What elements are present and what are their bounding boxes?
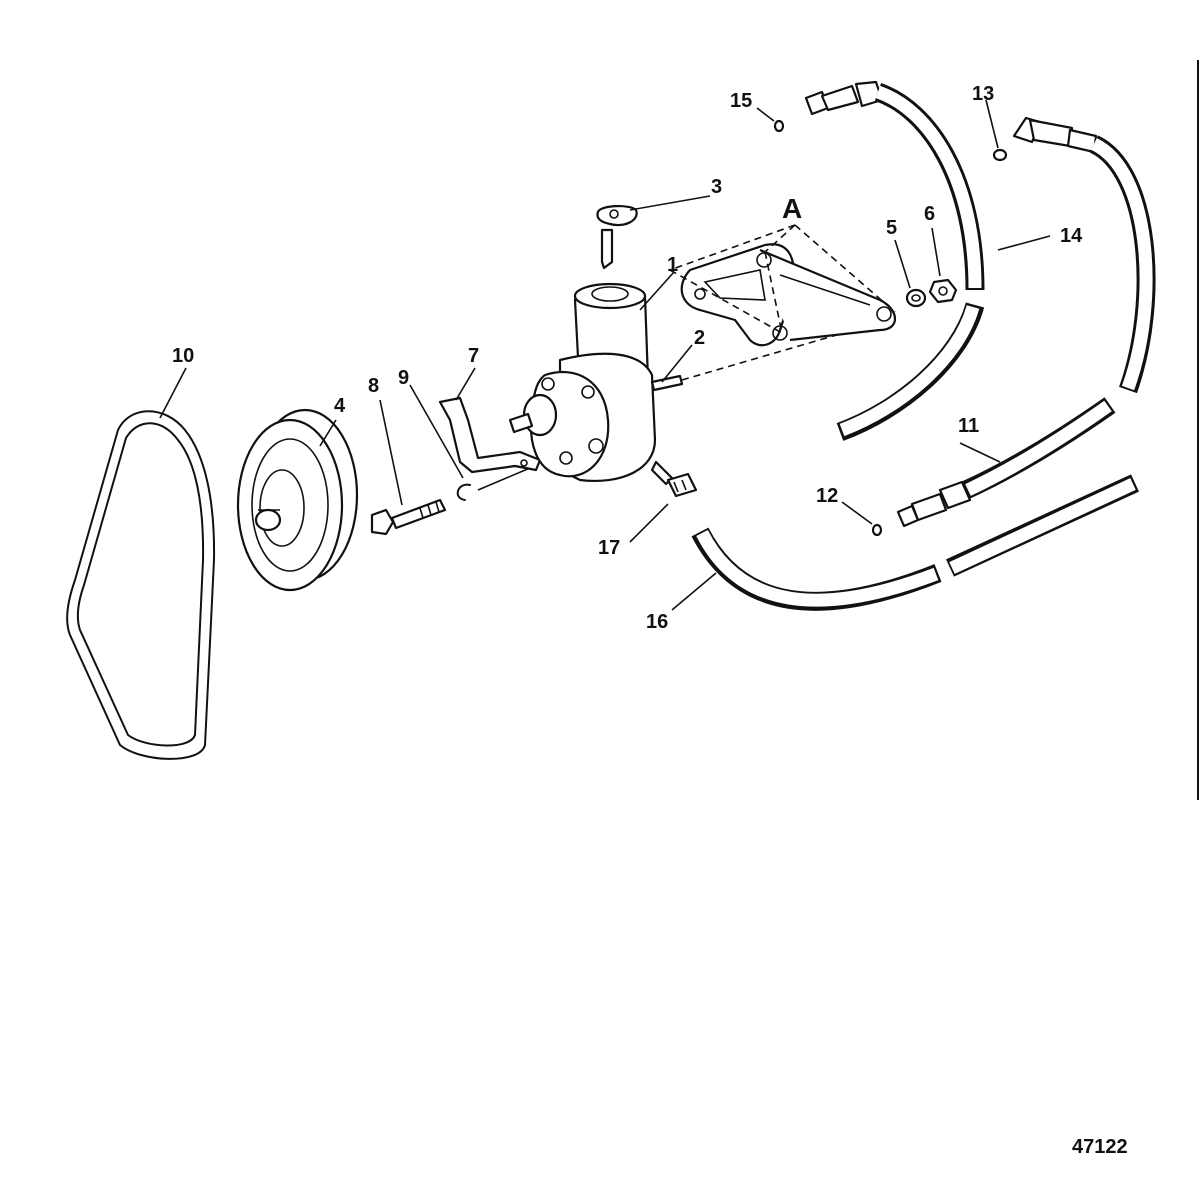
cooler-hose (896, 397, 1116, 528)
o-ring-right (992, 148, 1008, 162)
lower-return-hose (691, 474, 1139, 611)
callout-7: 7 (468, 345, 479, 367)
callout-11: 11 (958, 415, 979, 437)
callout-16: 16 (646, 611, 668, 633)
leader-lines (159, 99, 1051, 611)
nut (928, 278, 958, 304)
callout-12: 12 (816, 485, 838, 507)
hose-fitting (666, 472, 698, 498)
callout-4: 4 (334, 395, 346, 417)
callout-1: 1 (667, 254, 678, 276)
callout-2: 2 (694, 327, 705, 349)
brace (438, 396, 542, 474)
figure-number: 47122 (1072, 1136, 1128, 1158)
callout-15: 15 (730, 90, 752, 112)
callout-8: 8 (368, 375, 379, 397)
mounting-bracket (669, 224, 897, 347)
power-steering-pump (508, 282, 684, 486)
spacer-washer (905, 288, 927, 308)
callout-14: 14 (1060, 225, 1083, 247)
callout-5: 5 (886, 217, 897, 239)
callout-3: 3 (711, 176, 722, 198)
return-hose (1012, 116, 1156, 394)
callout-10: 10 (172, 345, 194, 367)
o-ring-top (773, 119, 785, 133)
pressure-hose (804, 80, 985, 441)
drive-belt (66, 410, 216, 760)
o-ring-lower (871, 523, 883, 537)
callout-6: 6 (924, 203, 935, 225)
washer (456, 467, 531, 501)
pulley (236, 408, 359, 592)
group-label-a: A (782, 193, 802, 224)
bolt (370, 498, 447, 536)
reservoir-cap (596, 205, 638, 270)
callout-9: 9 (398, 367, 409, 389)
callout-17: 17 (598, 537, 620, 559)
callout-13: 13 (972, 83, 994, 105)
